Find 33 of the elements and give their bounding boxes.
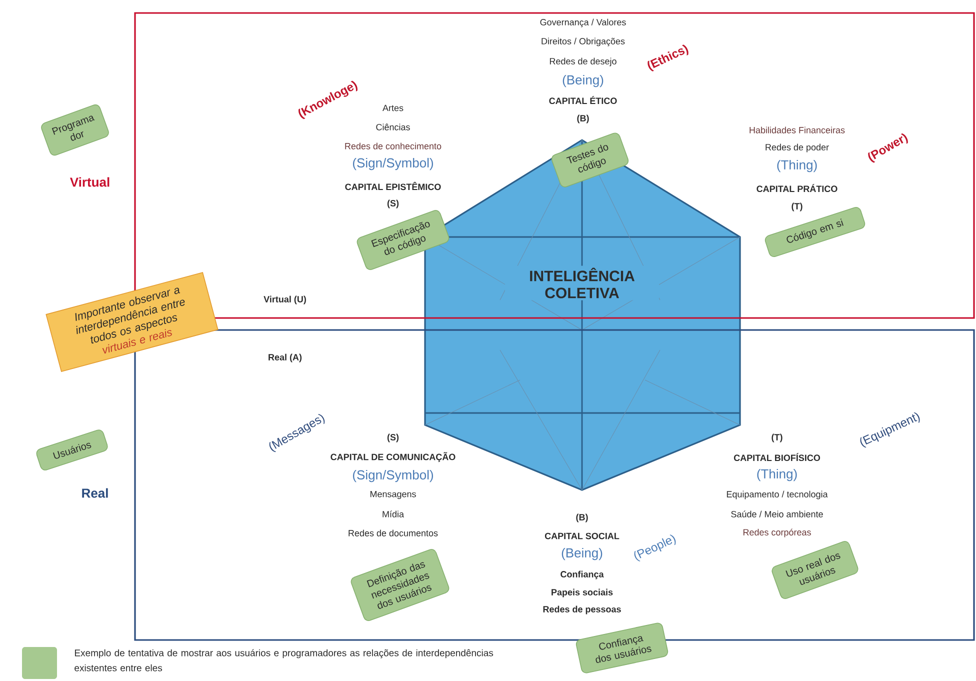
sticky-note: Usuários [36, 430, 108, 470]
text-line: Equipamento / tecnologia [726, 490, 828, 500]
type-label: (Being) [562, 74, 604, 88]
text-line: Habilidades Financeiras [750, 126, 845, 134]
letter-label: (T) [772, 434, 782, 442]
letter-label: (S) [387, 434, 399, 442]
type-label: (Being) [562, 548, 602, 560]
text-line: Redes de desejo [550, 58, 616, 66]
text-line: Ciências [376, 124, 410, 130]
text-line: Mídia [382, 510, 404, 518]
text-line: Saúde / Meio ambiente [731, 510, 823, 518]
text-line: Direitos / Obrigações [542, 38, 625, 46]
capital-heading: CAPITAL SOCIAL [544, 532, 620, 540]
text-line: Confiança [560, 570, 604, 580]
region-label: Virtual [70, 177, 110, 187]
text-line: Mensagens [370, 490, 416, 500]
type-label: (Thing) [777, 160, 817, 172]
text-line: Artes [382, 104, 404, 112]
text-line: Redes corpóreas [743, 528, 811, 538]
letter-label: (B) [577, 114, 589, 124]
legend-text: Exemplo de tentativa de mostrar aos usuários e programadores as relações de interdependências existentes entre eles [74, 649, 494, 672]
capital-heading: CAPITAL PRÁTICO [756, 184, 838, 192]
sticky-note: Confiança dos usuários [576, 622, 668, 674]
text-line: Redes de documentos [348, 530, 438, 536]
letter-label: (S) [387, 200, 399, 208]
region-label: Real [82, 488, 108, 498]
type-label: (Thing) [757, 468, 797, 482]
letter-label: (B) [576, 514, 588, 522]
capital-heading: CAPITAL ÉTICO [549, 96, 617, 104]
text-line: Redes de pessoas [543, 606, 621, 614]
text-line: Papeis sociais [552, 588, 613, 598]
text-line: Governança / Valores [540, 18, 626, 28]
text-line: Redes de poder [766, 144, 829, 152]
